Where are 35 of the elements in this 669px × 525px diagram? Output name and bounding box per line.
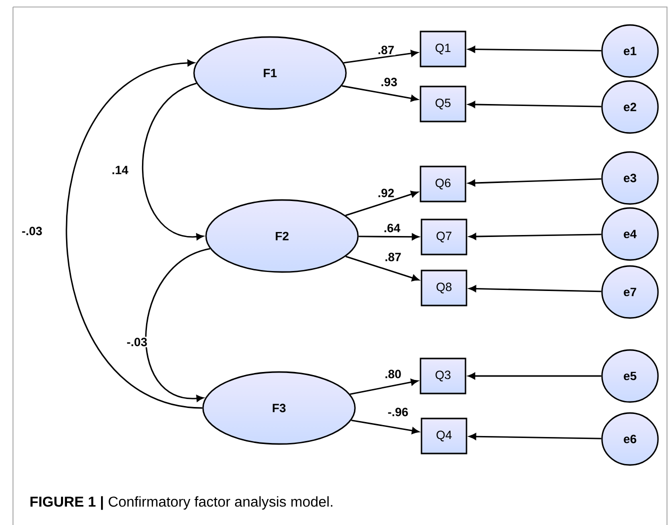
edge-label: -.03 — [20, 226, 44, 236]
observed-variable-box: Q1 — [420, 30, 466, 68]
observed-variable-box: Q8 — [420, 270, 468, 306]
arrow — [345, 190, 418, 216]
arrow — [468, 46, 602, 53]
observed-variable-box: Q5 — [420, 86, 466, 122]
observed-variable-box: Q6 — [420, 166, 466, 202]
arrow — [350, 378, 418, 395]
arrow — [468, 101, 602, 108]
arrow — [358, 233, 420, 240]
covariance-arrow — [66, 60, 202, 409]
arrow — [342, 85, 418, 102]
edge-label: .87 — [384, 252, 402, 262]
arrow — [468, 285, 602, 292]
arrow — [351, 420, 420, 434]
edge-label: .93 — [380, 76, 398, 88]
arrow — [468, 372, 602, 380]
edge-label: .64 — [382, 222, 402, 234]
covariance-arrow — [145, 248, 210, 402]
arrow — [344, 50, 418, 64]
edge-label: -.96 — [386, 406, 410, 418]
arrow — [468, 178, 602, 186]
edge-label: .87 — [376, 44, 396, 56]
arrow — [345, 256, 420, 282]
edge-label: .92 — [376, 188, 396, 198]
arrow — [468, 433, 602, 440]
edge-label: .14 — [110, 164, 130, 176]
arrow — [468, 233, 602, 240]
edge-label: .80 — [384, 368, 402, 380]
figure-caption: FIGURE 1 | Confirmatory factor analysis model. — [30, 496, 332, 510]
observed-variable-box: Q7 — [420, 218, 468, 256]
edge-label: -.03 — [126, 336, 148, 348]
observed-variable-box: Q3 — [420, 358, 466, 394]
observed-variable-box: Q4 — [420, 418, 468, 454]
covariance-arrow — [142, 82, 204, 240]
